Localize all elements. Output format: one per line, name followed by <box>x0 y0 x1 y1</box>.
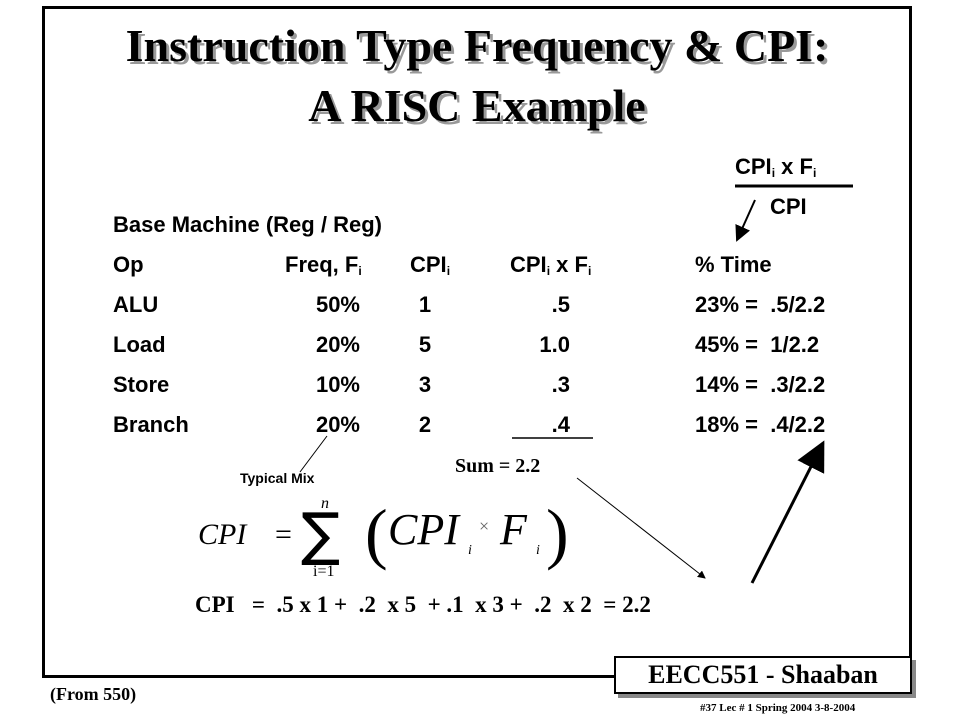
row-op: Store <box>113 372 170 397</box>
row-freq: 10% <box>315 372 360 397</box>
ratio-denominator: CPI <box>770 194 807 219</box>
formula-f-sub: i <box>536 543 540 558</box>
row-cpixf: .3 <box>551 372 570 397</box>
sum-lower-limit: i=1 <box>313 563 334 580</box>
row-cpixf: .4 <box>551 412 570 437</box>
row-op: Branch <box>113 412 189 437</box>
row-cpi: 5 <box>418 332 432 357</box>
row-cpi: 3 <box>418 372 432 397</box>
header-freq: Freq, Fi <box>285 252 362 279</box>
formula-times: × <box>479 516 489 536</box>
typical-mix-label: Typical Mix <box>240 470 315 486</box>
typical-mix-pointer <box>299 435 328 473</box>
row-cpixf: .5 <box>551 292 570 317</box>
row-cpi: 1 <box>418 292 432 317</box>
sum-label: Sum = 2.2 <box>455 455 541 477</box>
cpi-formula: CPI = n ∑ i=1 ( CPI i × F i ) <box>198 495 569 580</box>
header-cpixf: CPIi x Fi <box>510 252 592 279</box>
sum-arrow <box>576 477 706 579</box>
ratio-numerator: CPIi x Fi <box>735 154 817 181</box>
cpi-computation: CPI = .5 x 1 + .2 x 5 + .1 x 3 + .2 x 2 … <box>195 592 651 617</box>
header-time: % Time <box>695 252 772 277</box>
right-paren-icon: ) <box>546 495 569 571</box>
formula-cpi-sub: i <box>468 543 472 558</box>
slide-title-line2: A RISC Example <box>308 80 646 131</box>
row-cpi: 2 <box>418 412 432 437</box>
row-time: 23% = .5/2.2 <box>695 292 826 317</box>
machine-label: Base Machine (Reg / Reg) <box>113 212 382 237</box>
formula-equals: = <box>275 518 292 551</box>
sum-upper-limit: n <box>321 495 329 512</box>
summation-icon: ∑ <box>301 500 340 568</box>
formula-cpi-term: CPI <box>388 505 461 554</box>
row-time: 45% = 1/2.2 <box>695 332 820 357</box>
slide-frame <box>42 6 912 678</box>
time-arrow <box>750 440 825 584</box>
row-time: 14% = .3/2.2 <box>695 372 826 397</box>
row-freq: 20% <box>315 412 360 437</box>
row-freq: 50% <box>315 292 360 317</box>
header-cpi: CPIi <box>410 252 451 279</box>
row-time: 18% = .4/2.2 <box>695 412 826 437</box>
header-op: Op <box>113 252 144 277</box>
from-note: (From 550) <box>50 684 137 704</box>
row-op: ALU <box>113 292 159 317</box>
left-paren-icon: ( <box>365 495 388 571</box>
formula-f-term: F <box>499 505 528 554</box>
course-footer-box: EECC551 - Shaaban <box>614 656 912 694</box>
ratio-arrow <box>735 199 756 242</box>
lecture-info: #37 Lec # 1 Spring 2004 3-8-2004 <box>700 702 856 714</box>
row-cpixf: 1.0 <box>539 332 570 357</box>
formula-lhs: CPI <box>198 518 248 551</box>
slide-title-line1: Instruction Type Frequency & CPI: <box>125 20 829 71</box>
row-op: Load <box>113 332 166 357</box>
row-freq: 20% <box>315 332 360 357</box>
